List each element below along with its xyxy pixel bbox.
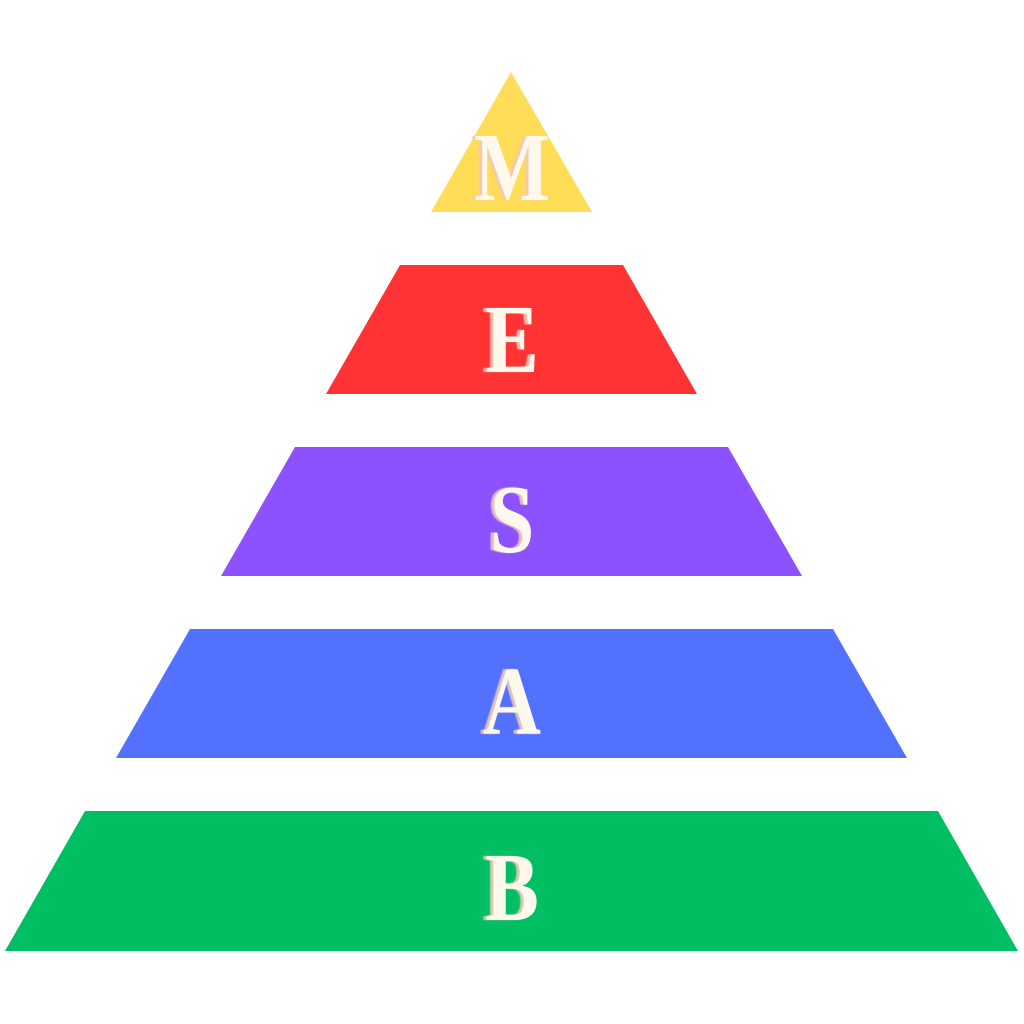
- tier-shape: [326, 265, 697, 394]
- pyramid-tier-e: E: [326, 265, 697, 394]
- pyramid-tier-m: M: [431, 72, 592, 222]
- tier-letter: S: [490, 466, 535, 574]
- tier-shape: [116, 629, 907, 758]
- tier-shape: [5, 811, 1018, 951]
- pyramid-tier-s: S: [221, 447, 802, 576]
- tier-letter: M: [474, 114, 550, 222]
- pyramid-tier-a: A: [116, 629, 907, 758]
- tier-shape: [221, 447, 802, 576]
- tier-letter: A: [483, 648, 541, 756]
- tier-shape: [431, 72, 592, 212]
- pyramid-tier-b: B: [5, 811, 1018, 951]
- tier-letter: E: [485, 286, 539, 394]
- tier-letter: B: [485, 834, 539, 942]
